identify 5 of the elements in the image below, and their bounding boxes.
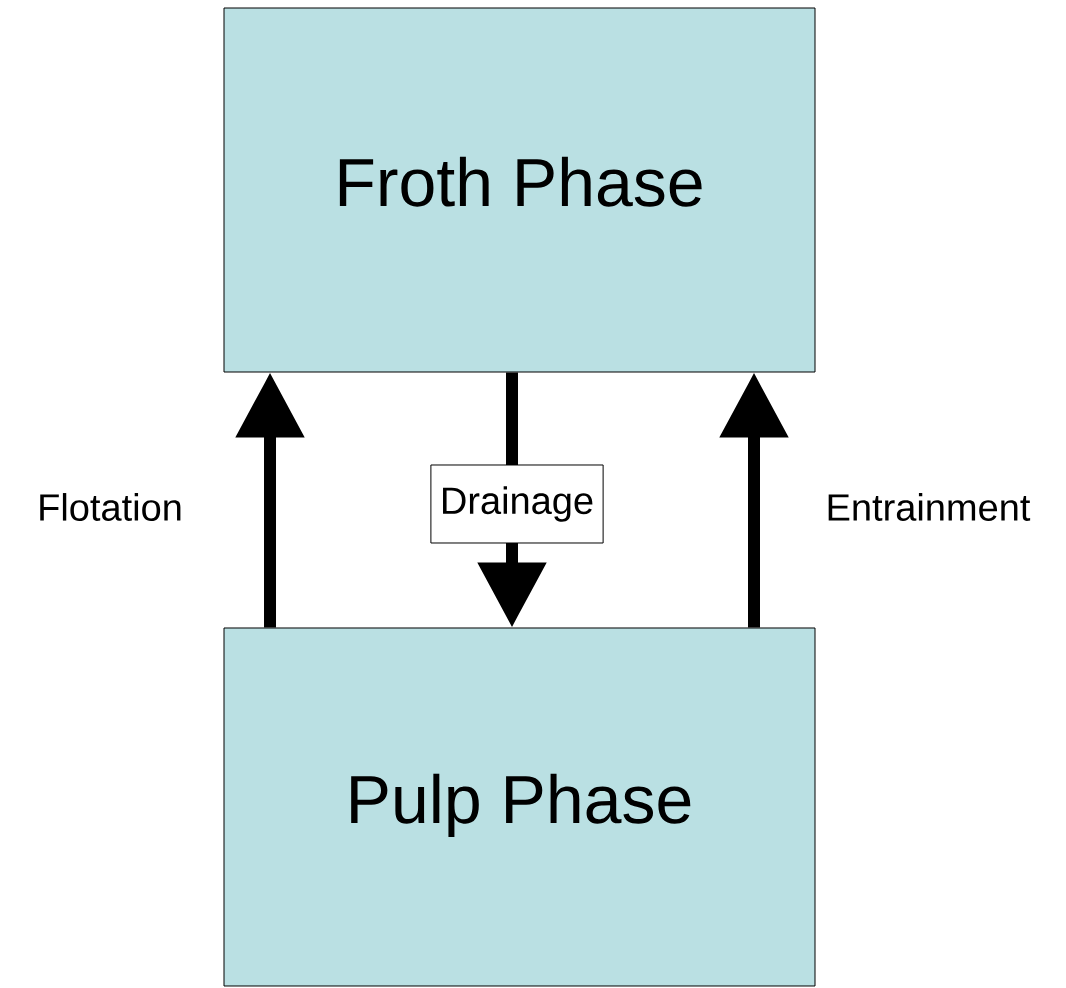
edge-label: Drainage — [430, 464, 604, 544]
edge-label: Entrainment — [823, 491, 1033, 523]
phase-box: Pulp Phase — [223, 627, 816, 987]
edge-label: Flotation — [35, 491, 185, 523]
phase-box: Froth Phase — [223, 7, 816, 373]
